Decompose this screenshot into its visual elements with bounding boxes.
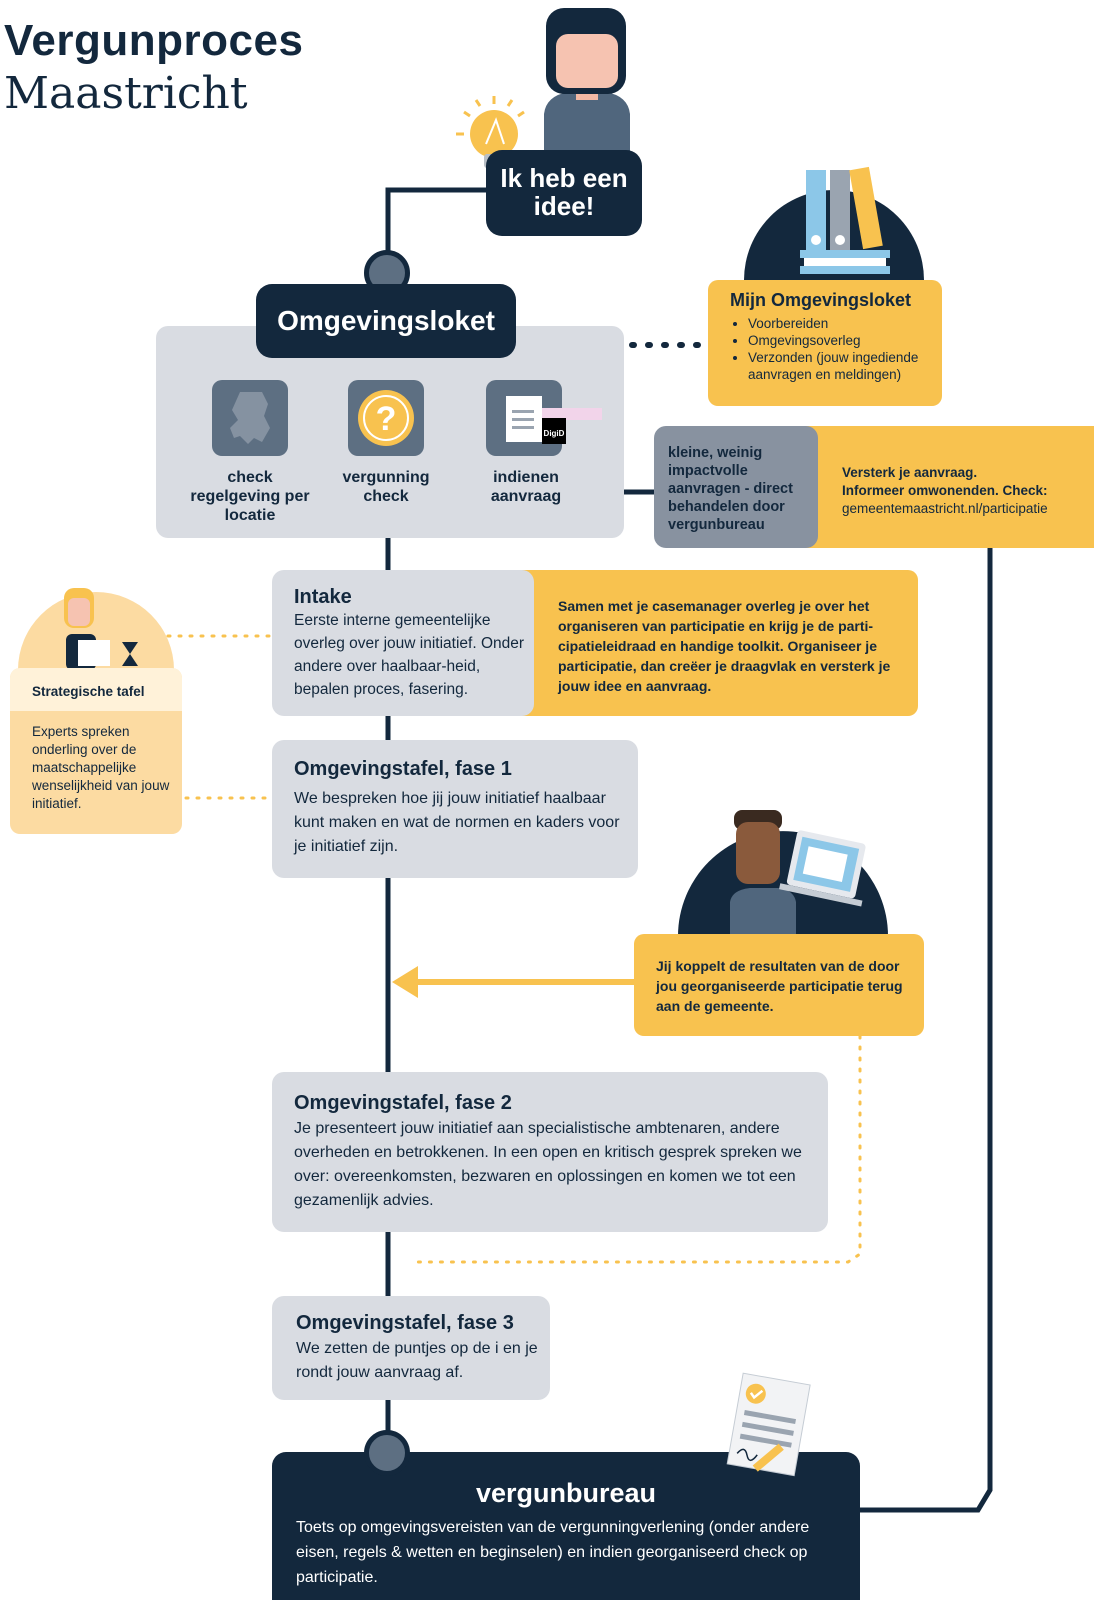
person-idea-illustration — [456, 8, 630, 172]
strategische-tafel-title: Strategische tafel — [10, 668, 182, 711]
fase2-text: Je presenteert jouw initiatief aan speci… — [294, 1120, 802, 1209]
list-item: Voorbereiden — [748, 315, 936, 332]
netherlands-map-icon[interactable] — [212, 380, 288, 456]
page-subtitle: Maastricht — [4, 68, 248, 119]
intake-title: Intake — [294, 586, 352, 608]
resultaten-card: Jij koppelt de resultaten van de door jo… — [634, 934, 924, 1036]
fase3-text: We zetten de puntjes op de i en je rondt… — [296, 1340, 538, 1381]
digid-document-icon[interactable]: DigiD — [486, 380, 602, 456]
flow-node-bottom — [364, 1430, 410, 1476]
signed-document-icon — [726, 1372, 811, 1477]
versterk-line1: Versterk je aanvraag. — [842, 465, 978, 480]
vergunbureau-title: vergunbureau — [475, 1478, 657, 1508]
list-item: Omgevingsoverleg — [748, 332, 936, 349]
casemanager-text: Samen met je casemanager overleg je over… — [558, 598, 891, 694]
omgevingsloket-title: Omgevingsloket — [256, 284, 516, 358]
svg-text:?: ? — [376, 400, 397, 438]
participatie-link[interactable]: gemeentemaastricht.nl/participatie — [842, 501, 1048, 516]
check-regelgeving-label: check regelgeving per locatie — [190, 469, 310, 524]
idea-bubble: Ik heb een idee! — [486, 150, 642, 236]
person-laptop-illustration — [730, 810, 866, 936]
list-item: Verzonden (jouw ingediende aanvragen en … — [748, 349, 936, 383]
casemanager-card: Samen met je casemanager overleg je over… — [520, 570, 918, 716]
fase3-title: Omgevingstafel, fase 3 — [296, 1312, 514, 1334]
vergunbureau-card: vergunbureau Toets op omgevingsvereisten… — [272, 1452, 860, 1600]
laptop-icon — [779, 830, 866, 907]
fase1-title: Omgevingstafel, fase 1 — [294, 758, 512, 780]
kleine-aanvragen-card: kleine, weinig impactvolle aanvragen - d… — [654, 426, 818, 548]
arrow-left-icon — [392, 966, 418, 998]
strategische-tafel-text: Experts spreken onderling over de maatsc… — [32, 724, 170, 811]
vergunning-check-label: vergunning check — [342, 469, 430, 505]
intake-card: Intake Eerste interne gemeentelijke over… — [272, 570, 534, 716]
resultaten-text: Jij koppelt de resultaten van de door jo… — [656, 958, 903, 1014]
fase3-card: Omgevingstafel, fase 3 We zetten de punt… — [272, 1296, 550, 1400]
indienen-aanvraag-label: indienen aanvraag — [490, 469, 562, 505]
fase2-title: Omgevingstafel, fase 2 — [294, 1092, 512, 1114]
fase1-card: Omgevingstafel, fase 1 We bespreken hoe … — [272, 740, 638, 878]
versterk-line2: Informeer omwonenden. Check: — [842, 483, 1048, 498]
intake-text: Eerste interne gemeentelijke overleg ove… — [294, 612, 525, 698]
fase2-card: Omgevingstafel, fase 2 Je presenteert jo… — [272, 1072, 828, 1232]
mijn-omgevingsloket-title: Mijn Omgevingsloket — [730, 290, 912, 310]
expert-person-illustration — [64, 588, 138, 670]
mijn-omgevingsloket-card: Mijn Omgevingsloket Voorbereiden Omgevin… — [708, 280, 942, 406]
versterk-card: Versterk je aanvraag. Informeer omwonend… — [800, 426, 1094, 548]
strategische-tafel-card: Strategische tafel Experts spreken onder… — [10, 668, 182, 834]
question-icon[interactable]: ? — [348, 380, 424, 456]
vergunbureau-text: Toets op omgevingsvereisten van de vergu… — [296, 1519, 810, 1586]
binders-icon — [800, 166, 890, 274]
page-title: Vergunproces — [4, 16, 304, 65]
fase1-text: We bespreken hoe jij jouw initiatief haa… — [294, 790, 620, 855]
hourglass-icon — [122, 642, 138, 666]
svg-text:DigiD: DigiD — [544, 429, 565, 438]
